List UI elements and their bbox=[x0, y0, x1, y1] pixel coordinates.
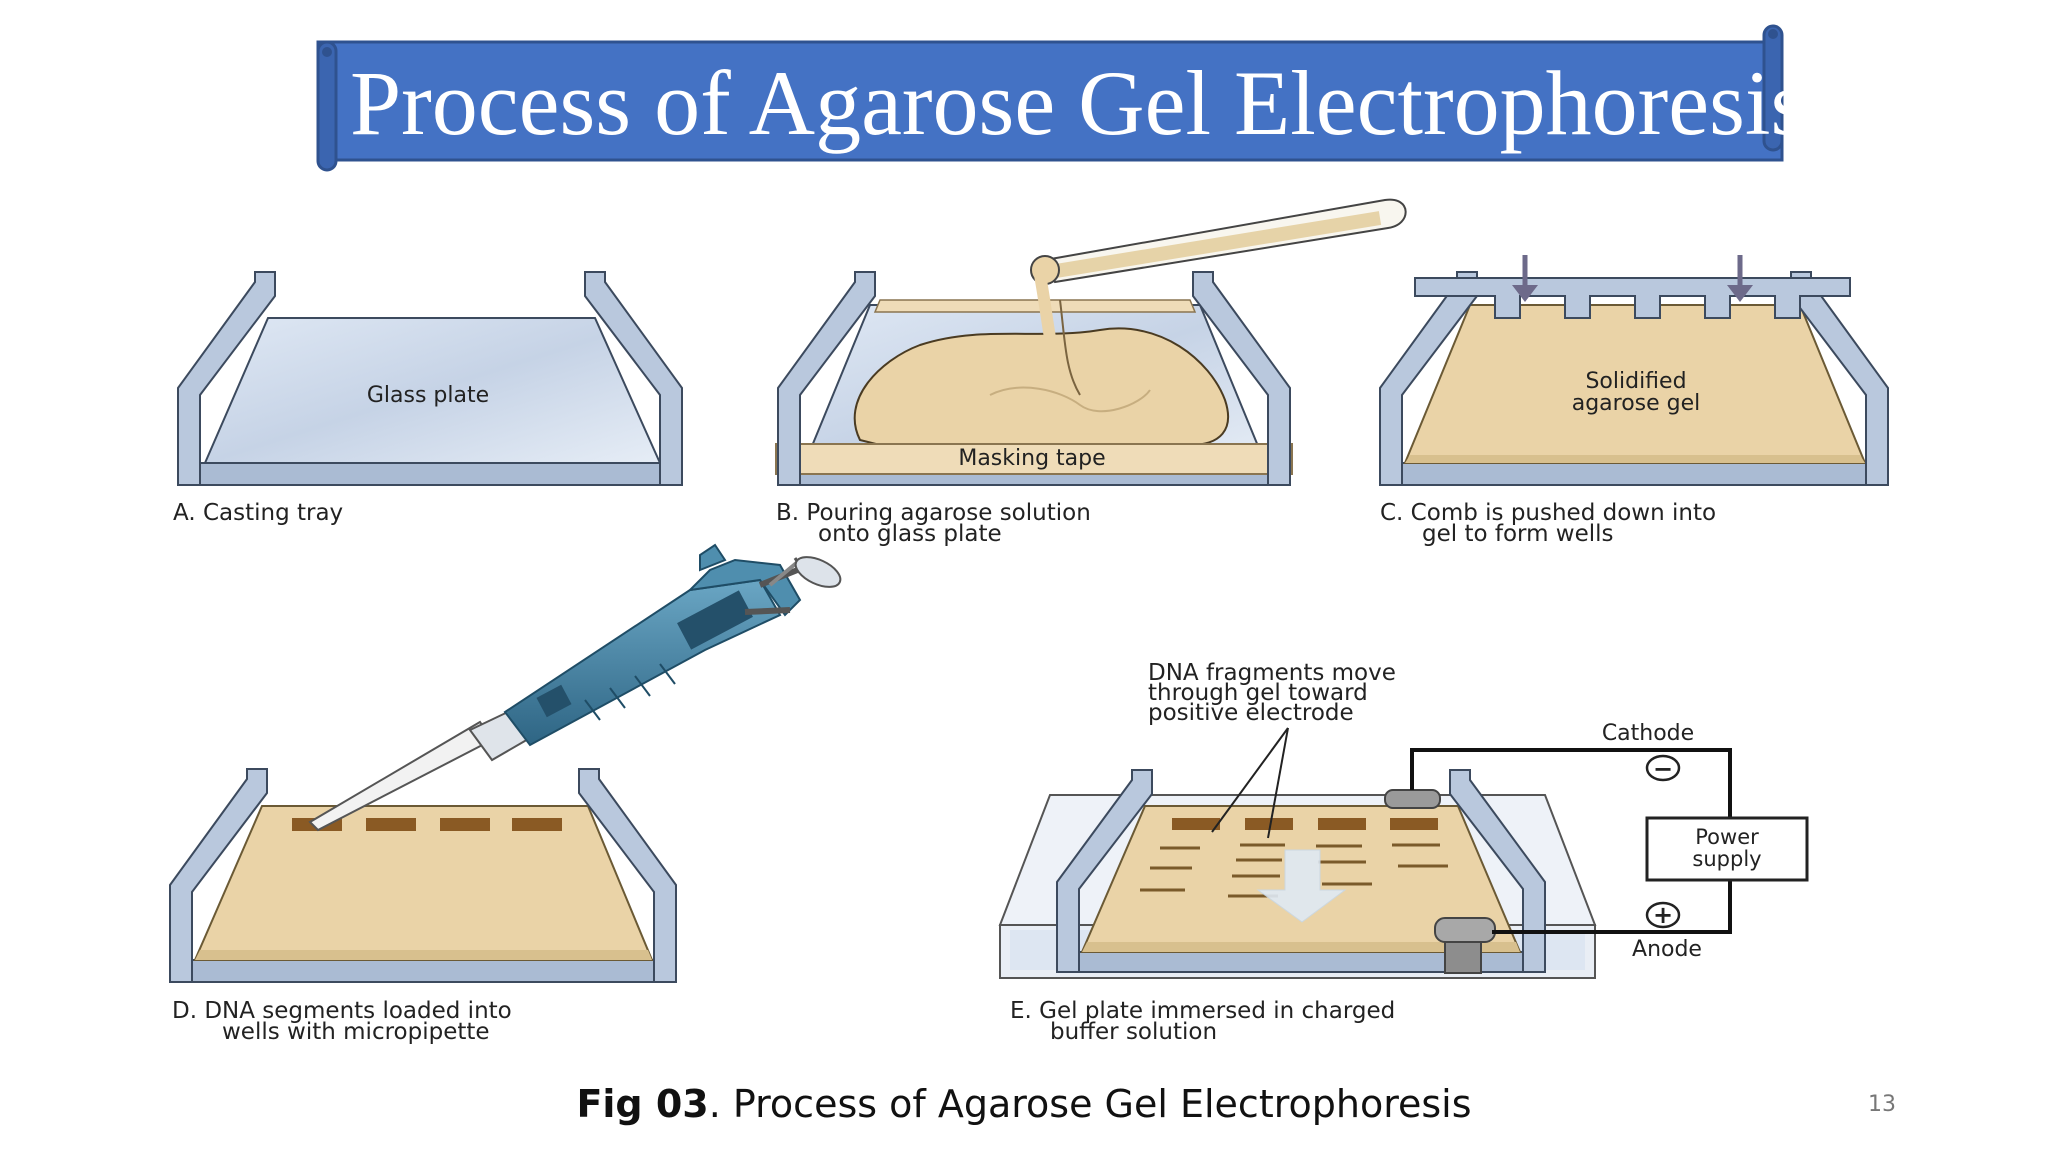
slide-title: Process of Agarose Gel Electrophoresis bbox=[350, 52, 1807, 154]
minus-icon: − bbox=[1645, 754, 1681, 783]
panel-c-caption-line2: gel to form wells bbox=[1422, 521, 1614, 547]
gel-label-line1: Solidified bbox=[1585, 369, 1686, 394]
figure-caption: Fig 03. Process of Agarose Gel Electroph… bbox=[0, 1082, 2048, 1126]
gel bbox=[193, 805, 654, 961]
svg-text:+: + bbox=[1653, 901, 1673, 929]
power-supply-label-line1: Power bbox=[1695, 825, 1759, 849]
cathode-electrode bbox=[1384, 789, 1441, 809]
tray-base bbox=[1379, 462, 1889, 486]
gel-label-line2: agarose gel bbox=[1572, 391, 1701, 416]
tray-base bbox=[177, 462, 683, 486]
panel-d-caption-line2: wells with micropipette bbox=[222, 1019, 490, 1045]
dna-note-line1: DNA fragments move bbox=[1148, 660, 1396, 686]
anode-electrode bbox=[1434, 917, 1496, 974]
svg-text:−: − bbox=[1653, 755, 1673, 783]
glass-plate-label: Glass plate bbox=[367, 383, 489, 408]
tray-left-wall bbox=[169, 768, 268, 983]
dna-note-line3: positive electrode bbox=[1148, 700, 1354, 726]
anode-label: Anode bbox=[1632, 937, 1702, 962]
tray-left-wall bbox=[1056, 769, 1153, 973]
panel-c-caption-line1: C. Comb is pushed down into bbox=[1380, 500, 1716, 526]
panel-e-caption-line2: buffer solution bbox=[1050, 1019, 1217, 1045]
migration-arrow-icon bbox=[1256, 849, 1347, 923]
panel-e-caption-line1: E. Gel plate immersed in charged bbox=[1010, 998, 1395, 1024]
test-tube bbox=[1030, 198, 1407, 285]
title-banner bbox=[316, 24, 1784, 172]
tray-base bbox=[169, 959, 677, 983]
cathode-label: Cathode bbox=[1602, 721, 1694, 746]
dna-note-line2: through gel toward bbox=[1148, 680, 1368, 706]
masking-tape-label: Masking tape bbox=[958, 446, 1105, 471]
well bbox=[440, 818, 490, 831]
agarose-puddle bbox=[853, 327, 1230, 446]
well bbox=[1245, 818, 1293, 830]
power-supply-label-line2: supply bbox=[1692, 847, 1761, 871]
panel-d-caption-line1: D. DNA segments loaded into bbox=[172, 998, 512, 1024]
plus-icon: + bbox=[1645, 901, 1681, 929]
agarose-stream bbox=[1034, 273, 1094, 404]
down-arrow-icon bbox=[1512, 255, 1538, 302]
panel-b-caption-line2: onto glass plate bbox=[818, 521, 1002, 547]
micropipette bbox=[308, 543, 842, 832]
well bbox=[1172, 818, 1220, 830]
panel-a-caption: A. Casting tray bbox=[173, 500, 343, 526]
figure-caption-prefix: Fig 03 bbox=[576, 1082, 709, 1126]
tray-right-wall bbox=[1449, 769, 1546, 973]
tray-right-wall bbox=[1790, 271, 1889, 486]
tray-left-wall bbox=[177, 271, 276, 486]
tray-right-wall bbox=[578, 768, 677, 983]
well bbox=[366, 818, 416, 831]
page-number: 13 bbox=[1868, 1092, 1896, 1117]
figure-caption-text: . Process of Agarose Gel Electrophoresis bbox=[708, 1082, 1472, 1126]
panel-b: Masking tape B. Pouring agarose solution… bbox=[775, 198, 1407, 547]
masking-tape-top bbox=[873, 299, 1197, 313]
panel-e: Power supply − + Cathode Anode DNA fragm… bbox=[998, 660, 1809, 1045]
panel-c: Solidified agarose gel C. Comb is pushed… bbox=[1379, 255, 1889, 547]
panel-a: Glass plate A. Casting tray bbox=[173, 271, 683, 526]
down-arrow-icon bbox=[1727, 255, 1753, 302]
cathode-wire bbox=[1410, 748, 1732, 818]
power-supply-box bbox=[1645, 816, 1809, 882]
anode-wire bbox=[1492, 880, 1732, 934]
well bbox=[1390, 818, 1438, 830]
well bbox=[512, 818, 562, 831]
tray-left-wall bbox=[777, 271, 876, 486]
masking-tape bbox=[775, 443, 1293, 475]
tray-right-wall bbox=[1192, 271, 1291, 486]
tray-left-wall bbox=[1379, 271, 1478, 486]
tray-right-wall bbox=[584, 271, 683, 486]
glass-plate bbox=[203, 317, 662, 464]
well bbox=[1318, 818, 1366, 830]
panel-d: D. DNA segments loaded into wells with m… bbox=[169, 543, 842, 1045]
panel-b-caption-line1: B. Pouring agarose solution bbox=[776, 500, 1091, 526]
